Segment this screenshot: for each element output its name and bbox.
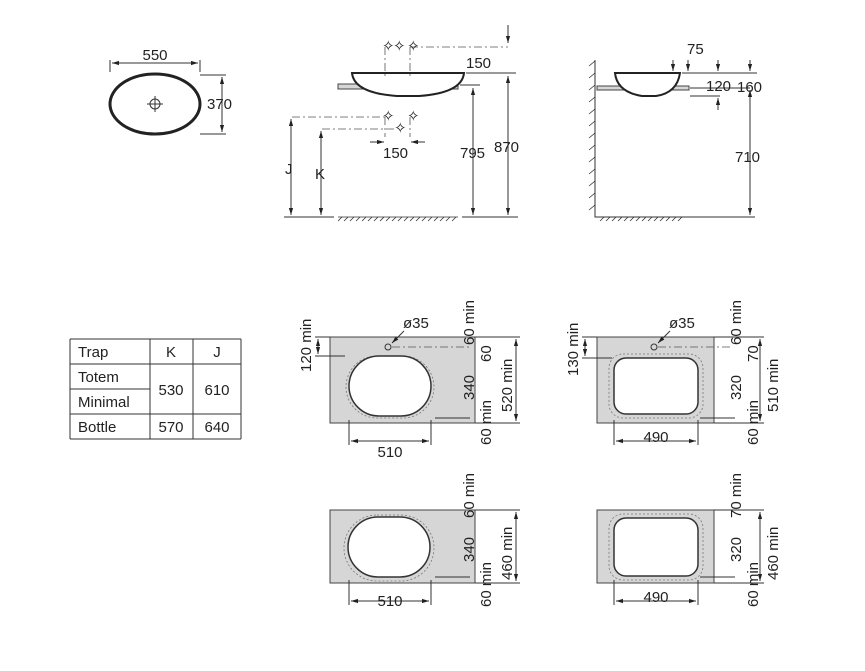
cutout-width: 490 (643, 429, 668, 446)
trap-spacing-dim: 150 (383, 145, 408, 162)
top-clearance: 70 min (728, 473, 745, 518)
cutout-depth: 320 (728, 375, 745, 400)
row-bottle: Bottle (78, 419, 116, 436)
header-trap: Trap (78, 344, 108, 361)
cutout-width: 510 (377, 593, 402, 610)
svg-text:✧: ✧ (382, 108, 395, 125)
svg-text:✧: ✧ (407, 108, 420, 125)
svg-text:✧: ✧ (394, 120, 407, 137)
tap-offset-dim: 150 (466, 55, 491, 72)
depth-dim: 370 (207, 96, 232, 113)
totem-j: 610 (204, 382, 229, 399)
top-view: 550 370 (108, 47, 232, 136)
top-clearance: 60 min (461, 300, 478, 345)
dim-160: 160 (737, 79, 762, 96)
svg-text:✧: ✧ (382, 38, 395, 55)
total-depth: 520 min (499, 359, 516, 412)
row-totem: Totem (78, 369, 119, 386)
width-dim: 550 (142, 47, 167, 64)
cutout-width: 510 (377, 444, 402, 461)
taphole-diameter: ø35 (669, 315, 695, 332)
k-label: K (315, 166, 325, 183)
bottom-clearance: 60 min (478, 562, 495, 607)
taphole-offset: 60 (478, 345, 495, 362)
total-depth: 460 min (765, 527, 782, 580)
front-view: ✧✧✧ ✧✧✧ 150 150 795 870 J K (284, 25, 519, 222)
svg-text:✧: ✧ (393, 38, 406, 55)
cutout-depth: 340 (461, 537, 478, 562)
bottom-clearance: 60 min (478, 400, 495, 445)
taphole-offset: 70 (745, 345, 762, 362)
bottle-j: 640 (204, 419, 229, 436)
left-clearance: 120 min (298, 319, 315, 372)
bottle-k: 570 (158, 419, 183, 436)
cutout-depth: 320 (728, 537, 745, 562)
trap-table: Trap K J Totem Minimal 530 610 Bottle 57… (69, 338, 242, 440)
total-depth: 510 min (765, 359, 782, 412)
svg-text:✧: ✧ (407, 38, 420, 55)
top-clearance: 60 min (728, 300, 745, 345)
bottom-clearance: 60 min (745, 562, 762, 607)
cutout-oval-with-taphole: 120 min ø35 60 min 60 340 60 min 520 min… (298, 300, 520, 461)
totem-k: 530 (158, 382, 183, 399)
top-clearance: 60 min (461, 473, 478, 518)
cutout-rect-with-taphole: 130 min ø35 60 min 70 320 60 min 510 min… (565, 300, 782, 446)
total-height-dim: 870 (494, 139, 519, 156)
taphole-diameter: ø35 (403, 315, 429, 332)
cutout-depth: 340 (461, 375, 478, 400)
cutout-oval: 60 min 340 60 min 460 min 510 (329, 473, 520, 610)
j-label: J (285, 161, 293, 178)
cutout-rect: 70 min 320 60 min 460 min 490 (596, 473, 782, 607)
header-j: J (213, 344, 221, 361)
cutout-width: 490 (643, 589, 668, 606)
dim-710: 710 (735, 149, 760, 166)
dim-75: 75 (687, 41, 704, 58)
bottom-clearance: 60 min (745, 400, 762, 445)
total-depth: 460 min (499, 527, 516, 580)
dim-120: 120 (706, 78, 731, 95)
counter-height-dim: 795 (460, 145, 485, 162)
header-k: K (166, 344, 176, 361)
side-view: 75 120 160 710 (588, 41, 762, 222)
row-minimal: Minimal (78, 394, 130, 411)
left-clearance: 130 min (565, 323, 582, 376)
